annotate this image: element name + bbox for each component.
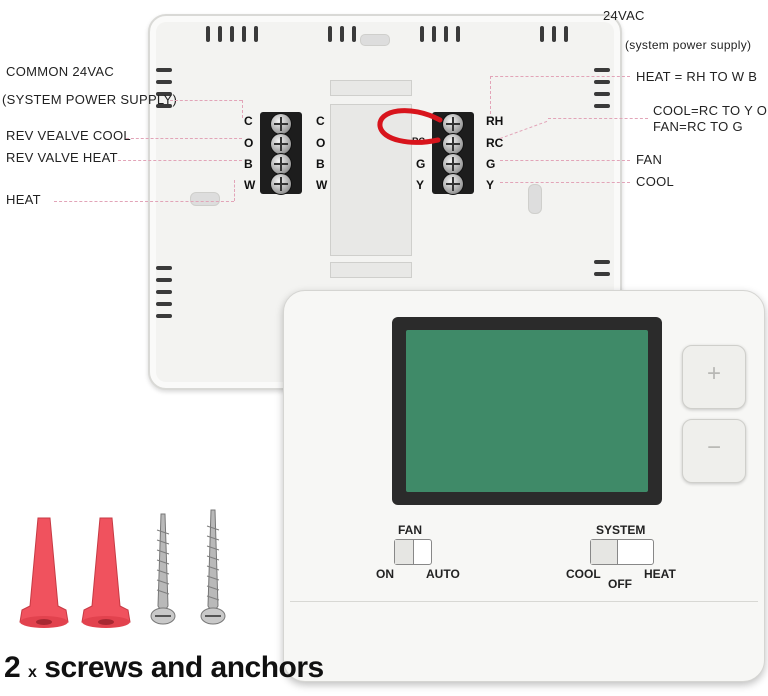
- terminal-label-b: B: [316, 157, 325, 171]
- label-cool: COOL: [636, 174, 675, 189]
- jumper-wire: [377, 108, 443, 145]
- terminal-block-right: [432, 112, 474, 194]
- terminal-label-left-o: O: [244, 136, 254, 150]
- center-opening: [330, 104, 412, 256]
- label-system-power-supply-left: (SYSTEM POWER SUPPLY): [2, 92, 178, 107]
- screw-b[interactable]: [271, 154, 291, 174]
- label-heat-left: HEAT: [6, 192, 41, 207]
- caption: 2 x screws and anchors: [4, 651, 324, 685]
- fan-switch-title: FAN: [398, 523, 422, 537]
- terminal-label-rh: RH: [486, 114, 504, 128]
- terminal-label-left-y: Y: [416, 178, 425, 192]
- caption-multiplier: x: [28, 664, 37, 681]
- fan-switch-knob[interactable]: [395, 540, 414, 564]
- terminal-label-left-c: C: [244, 114, 253, 128]
- terminal-label-o: O: [316, 136, 326, 150]
- label-common-24vac: COMMON 24VAC: [6, 64, 115, 79]
- caption-text: screws and anchors: [44, 651, 324, 684]
- terminal-label-left-g: G: [416, 157, 426, 171]
- wall-anchor-2: [81, 517, 131, 628]
- fan-option-auto: AUTO: [426, 567, 460, 581]
- screw-c[interactable]: [271, 114, 291, 134]
- terminal-label-rc: RC: [486, 136, 504, 150]
- display-bezel: [392, 317, 662, 505]
- top-rail: [330, 80, 412, 96]
- screw-rh[interactable]: [443, 114, 463, 134]
- terminal-label-w: W: [316, 178, 328, 192]
- terminal-block-left: [260, 112, 302, 194]
- system-switch-knob[interactable]: [591, 540, 618, 564]
- wall-anchor-1: [19, 517, 69, 628]
- label-rev-valve-heat: REV VALVE HEAT: [6, 150, 118, 165]
- screw-o[interactable]: [271, 134, 291, 154]
- fan-switch[interactable]: [394, 539, 432, 565]
- system-switch[interactable]: [590, 539, 654, 565]
- label-fan: FAN: [636, 152, 663, 167]
- down-button[interactable]: −: [682, 419, 746, 483]
- up-arrow-icon: +: [706, 360, 721, 387]
- system-option-heat: HEAT: [644, 567, 676, 581]
- system-switch-title: SYSTEM: [596, 523, 646, 537]
- caption-count: 2: [4, 651, 21, 684]
- label-system-power-supply-top: (system power supply): [625, 38, 752, 52]
- system-option-cool: COOL: [566, 567, 601, 581]
- screw-w[interactable]: [271, 174, 291, 194]
- screw-rc[interactable]: [443, 134, 463, 154]
- label-fan-rc-g: FAN=RC TO G: [653, 119, 743, 134]
- bottom-rail: [330, 262, 412, 278]
- terminal-label-g: G: [486, 157, 496, 171]
- label-cool-rc-yo: COOL=RC TO Y O: [653, 103, 768, 118]
- down-arrow-icon: −: [706, 434, 721, 461]
- label-heat-rh-wb: HEAT = RH TO W B: [636, 69, 758, 84]
- label-rev-valve-cool: REV VEALVE COOL: [6, 128, 131, 143]
- fan-option-on: ON: [376, 567, 394, 581]
- screw-g[interactable]: [443, 154, 463, 174]
- system-option-off: OFF: [608, 577, 632, 591]
- screw-1: [150, 513, 176, 625]
- mount-hole-top: [360, 34, 390, 46]
- mount-hole-right: [528, 184, 542, 214]
- terminal-label-left-b: B: [244, 157, 253, 171]
- up-button[interactable]: +: [682, 345, 746, 409]
- terminal-label-left-w: W: [244, 178, 256, 192]
- thermostat-body: + − FAN ON AUTO SYSTEM COOL OFF HEAT: [283, 290, 765, 682]
- terminal-label-y: Y: [486, 178, 495, 192]
- label-24vac: 24VAC: [603, 8, 645, 23]
- screw-2: [200, 509, 226, 625]
- battery-cover-seam: [290, 601, 758, 602]
- screw-y[interactable]: [443, 174, 463, 194]
- mount-hole-left: [190, 192, 220, 206]
- terminal-label-c: C: [316, 114, 325, 128]
- lcd-display: [406, 330, 648, 492]
